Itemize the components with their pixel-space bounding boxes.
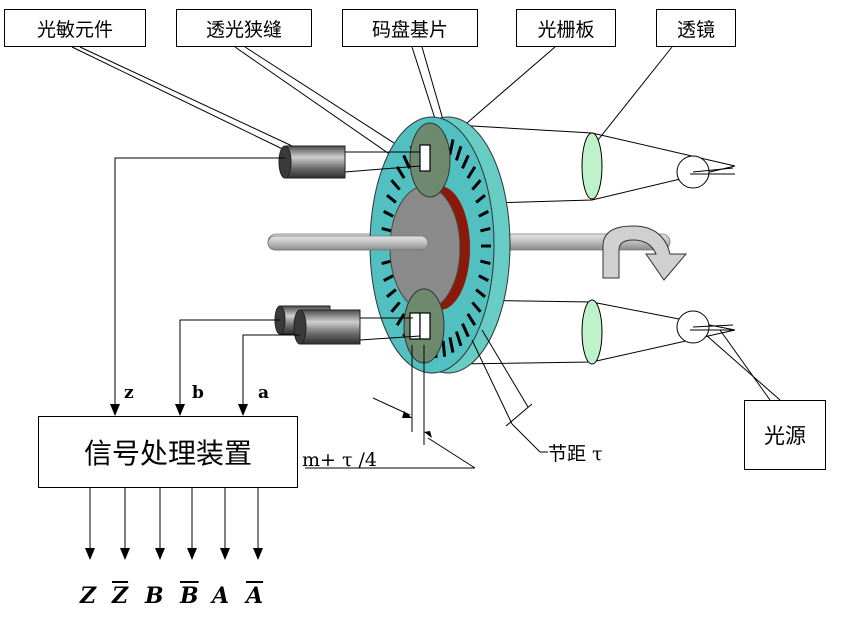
disc-slot [441,340,447,357]
rotation-arrow-icon [602,225,688,281]
output-a: A [212,583,230,609]
pitch-label: 节距 τ [548,443,603,465]
disc-slot [395,313,406,326]
lens-top [581,132,603,200]
slit-bottom-a [409,312,421,340]
disc-slot [455,331,463,347]
optics-bottom [454,299,736,365]
disc-slot [382,210,394,218]
disc-slot [471,301,482,313]
disc-slot [390,179,401,191]
disc-slot [466,313,477,326]
output-arrows [85,548,263,560]
disc-slot [402,154,411,169]
signal-arrows [110,404,248,416]
code-disc [369,116,511,374]
disc-slot [475,193,486,204]
label-leaders [71,46,781,401]
disc-slot [390,301,401,313]
disc-slot [478,210,490,218]
disc-slot [480,259,491,265]
disc-slot [382,274,394,282]
signal-b-label: b [192,383,204,403]
label-grating-plate: 光栅板 [516,9,616,47]
disc-slot [478,274,490,282]
disc-slot [386,193,397,204]
output-a-bar: A [246,583,264,609]
disc-slot [466,166,477,179]
slit-bottom-b [419,312,431,340]
label-light-source: 光源 [744,400,826,470]
lens-bottom [581,299,603,365]
disc-slot [395,166,406,179]
output-z: Z [80,583,97,609]
disc-slot [381,227,392,233]
photo-sensor-z [278,145,421,179]
disc-slot [448,337,455,353]
label-slit: 透光狭缝 [176,9,312,47]
disc-slot [448,139,455,155]
optics-top [454,124,736,205]
offset-label: m+ τ /4 [302,449,378,471]
disc-slot [480,227,491,233]
signal-wires [114,157,300,412]
slit-top [419,144,431,172]
disc-slot [475,288,486,299]
disc-slot [455,145,463,161]
disc-slot [461,323,470,338]
signal-processor: 信号处理装置 [38,416,298,488]
output-b-bar: B [180,583,199,609]
disc-slot [461,154,470,169]
label-lens: 透镜 [656,9,736,47]
signal-a-label: a [258,383,270,403]
disc-slot [381,259,392,265]
dimension-lines [305,329,548,469]
output-b: B [145,583,164,609]
disc-slot [386,288,397,299]
shaft-front [267,235,429,251]
disc-slot [471,179,482,191]
signal-z-label: z [124,383,134,403]
photo-sensor-a [293,309,421,345]
output-z-bar: Z [112,583,129,609]
label-photo-element: 光敏元件 [4,9,146,47]
label-code-disc: 码盘基片 [342,9,478,47]
output-lines [89,488,259,556]
